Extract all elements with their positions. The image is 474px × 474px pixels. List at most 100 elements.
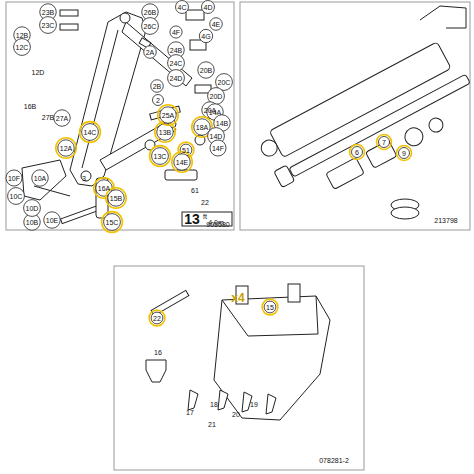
part-label: 213798 xyxy=(434,217,457,224)
callout-circle xyxy=(151,80,164,93)
part-label: 27B xyxy=(42,114,54,121)
callout-circle xyxy=(399,148,410,159)
callout-number: 24D xyxy=(170,75,183,82)
callout-number: 20D xyxy=(210,93,223,100)
highlight-ring xyxy=(172,152,192,172)
callout-circle xyxy=(199,29,212,42)
callout-number: 14F xyxy=(212,145,224,152)
callout-circle xyxy=(210,140,226,156)
callout-number: 18A xyxy=(196,124,208,131)
callout-number: 10E xyxy=(46,217,58,224)
part-label: 20 xyxy=(232,411,240,418)
callout-circle xyxy=(174,154,190,170)
callout-circle xyxy=(82,124,99,141)
callout-number: 20C xyxy=(218,79,231,86)
callout-number: 15C xyxy=(106,219,119,226)
callout-circle xyxy=(24,200,41,217)
callout-circle xyxy=(108,190,124,206)
part-label: 16B xyxy=(24,103,36,110)
callout-circle xyxy=(151,312,163,324)
callout-number: 4C xyxy=(178,4,187,11)
callout-number: 14A xyxy=(209,109,221,116)
callout-circle xyxy=(170,26,182,38)
highlight-ring xyxy=(262,299,278,315)
part-label: 21 xyxy=(208,421,216,428)
callout-circle xyxy=(44,212,60,228)
callout-number: 12A xyxy=(60,145,72,152)
callout-number: 10B xyxy=(26,219,38,226)
callout-number: 14D xyxy=(210,133,223,140)
callout-number: 10D xyxy=(26,205,39,212)
highlight-ring xyxy=(350,145,365,160)
part-label: 17 xyxy=(186,409,194,416)
callout-circle xyxy=(104,214,121,231)
callout-number: x4 xyxy=(231,292,244,304)
part-label: 18 xyxy=(210,401,218,408)
callout-number: 12C xyxy=(16,44,29,51)
callout-number: 15B xyxy=(110,195,122,202)
callout-number: 23B xyxy=(42,9,54,16)
highlight-ring xyxy=(149,310,165,326)
part-label: 22 xyxy=(201,199,209,206)
callout-number: 51 xyxy=(182,147,190,154)
callout-circle xyxy=(144,46,157,59)
part-label: 16 xyxy=(154,349,162,356)
callout-number: 2 xyxy=(156,97,160,104)
callout-circle xyxy=(54,110,70,126)
callout-circle xyxy=(153,95,164,106)
callout-number: 4D xyxy=(204,4,213,11)
callout-number: 9 xyxy=(402,150,406,157)
callout-number: 14C xyxy=(84,129,97,136)
callout-circle xyxy=(157,124,173,140)
callout-number: 13B xyxy=(159,129,171,136)
part-label: 61 xyxy=(191,187,199,194)
callout-circle xyxy=(58,140,74,156)
callout-circle xyxy=(8,188,25,205)
callout-circle xyxy=(142,18,159,35)
callout-number: 25A xyxy=(162,112,174,119)
callout-circle xyxy=(352,147,363,158)
callout-circle xyxy=(32,170,48,186)
callout-number: 12B xyxy=(16,32,28,39)
callout-number: 24C xyxy=(170,60,183,67)
callout-number: 14E xyxy=(176,159,188,166)
callout-circle xyxy=(14,39,31,56)
callout-number: 4E xyxy=(212,21,221,28)
callout-circle xyxy=(168,70,185,87)
part-label: 3 xyxy=(82,175,86,182)
highlight-ring xyxy=(377,135,392,150)
callout-number: 27A xyxy=(56,115,68,122)
highlight-ring xyxy=(397,146,412,161)
callout-circle xyxy=(202,1,215,14)
callout-number: 26B xyxy=(144,9,156,16)
callout-circle xyxy=(160,107,176,123)
highlight-ring xyxy=(102,212,123,233)
callout-number: 23C xyxy=(42,22,55,29)
part-label: ft xyxy=(203,213,207,220)
callout-number: 15 xyxy=(266,304,274,311)
callout-number: 20B xyxy=(200,67,212,74)
callout-circle xyxy=(176,1,189,14)
callout-circle xyxy=(198,62,214,78)
callout-number: 2A xyxy=(146,49,155,56)
callout-circle xyxy=(152,148,169,165)
callout-number: 26C xyxy=(144,23,157,30)
part-label: 12D xyxy=(32,69,45,76)
callout-number: 22 xyxy=(153,315,161,322)
callout-circle xyxy=(379,137,390,148)
callout-circle xyxy=(6,170,22,186)
callout-circle xyxy=(264,301,276,313)
highlight-ring xyxy=(150,146,171,167)
callout-circle xyxy=(210,18,223,31)
callout-number: 24B xyxy=(170,47,182,54)
highlight-ring xyxy=(56,138,76,158)
callout-number: 16A xyxy=(98,185,110,192)
callout-number: 10C xyxy=(10,193,23,200)
part-label: 905580 xyxy=(206,221,229,228)
callout-number: 2B xyxy=(153,83,162,90)
callout-circle xyxy=(194,119,210,135)
highlight-ring xyxy=(80,122,101,143)
